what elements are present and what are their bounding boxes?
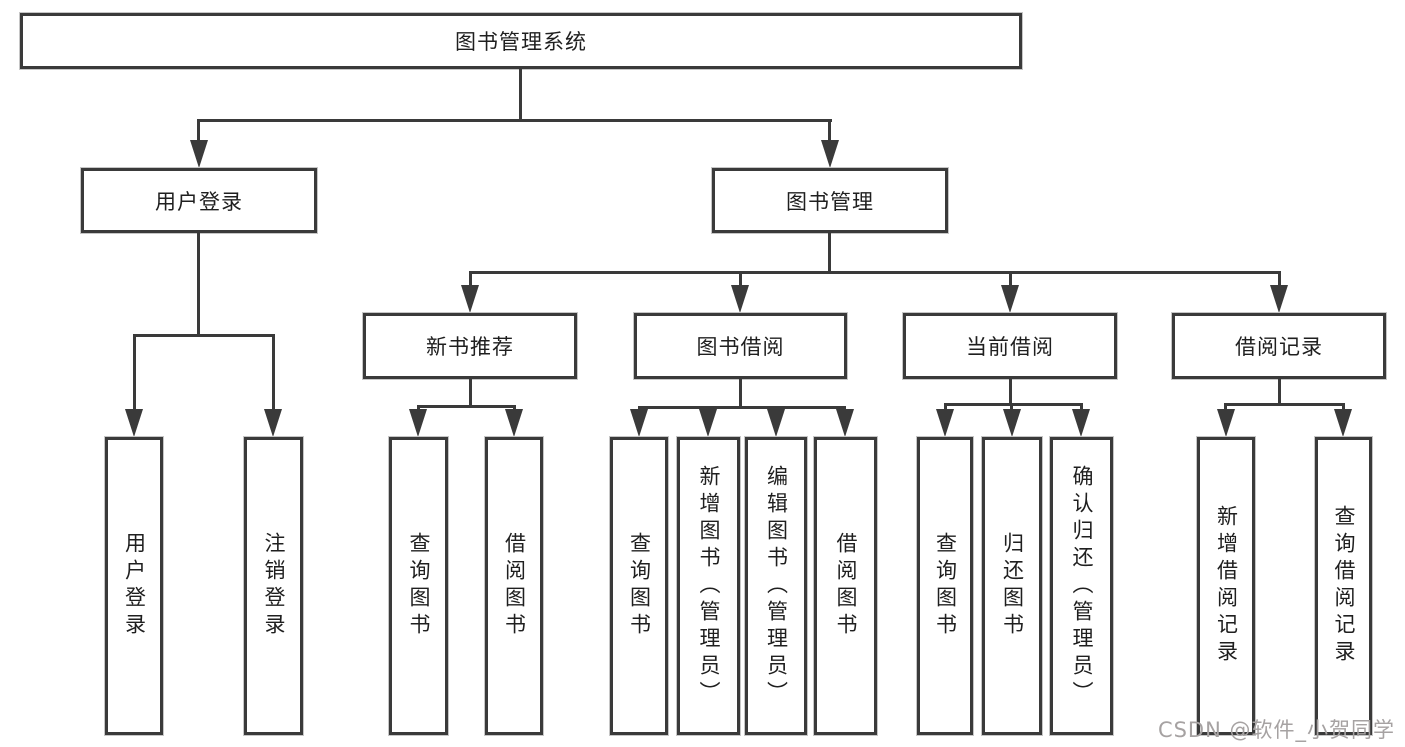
node-label: 新书推荐 (426, 335, 514, 359)
node-current-borrow: 当前借阅 (903, 313, 1117, 379)
connector-borrow-records-stem (1278, 379, 1281, 406)
connector-root-bar (197, 119, 832, 122)
node-label: 借阅图书 (502, 532, 527, 640)
connector-root-stem (519, 68, 522, 121)
connector-new-book-bar (417, 405, 516, 408)
node-label: 图书管理 (786, 189, 874, 214)
node-label: 注销登录 (262, 532, 286, 640)
leaf-logout: 注销登录 (244, 437, 303, 735)
arrow-down-icon (1072, 409, 1090, 437)
connector-leaf-drop (944, 403, 947, 411)
node-label: 借阅图书 (834, 532, 858, 640)
connector-leaf-drop (133, 334, 136, 411)
connector-level2-drop (469, 271, 472, 287)
node-label: 图书管理系统 (455, 30, 587, 54)
arrow-down-icon (821, 140, 839, 168)
arrow-down-icon (1003, 409, 1021, 437)
arrow-down-icon (936, 409, 954, 437)
leaf-query-books-current: 查询图书 (917, 437, 973, 735)
connector-level2-drop (739, 271, 742, 287)
node-book-management: 图书管理 (712, 168, 948, 233)
arrow-down-icon (125, 409, 143, 437)
connector-user-login-stem (197, 233, 200, 337)
connector-book-management-bar (470, 271, 1281, 274)
connector-leaf-drop (1224, 403, 1227, 411)
connector-level2-drop (1278, 271, 1281, 287)
node-label: 用户登录 (155, 189, 243, 214)
leaf-add-borrow-record: 新增借阅记录 (1197, 437, 1255, 735)
leaf-add-books-admin: 新增图书（管理员） (677, 437, 740, 735)
connector-leaf-drop (1342, 403, 1345, 411)
node-label: 查询图书 (627, 532, 652, 640)
leaf-edit-books-admin: 编辑图书（管理员） (745, 437, 807, 735)
node-label: 查询借阅记录 (1332, 505, 1356, 667)
connector-user-login-bar (133, 334, 275, 337)
arrow-down-icon (409, 409, 427, 437)
arrow-down-icon (190, 140, 208, 168)
arrow-down-icon (1217, 409, 1235, 437)
node-label: 新增借阅记录 (1214, 505, 1239, 667)
node-label: 借阅记录 (1235, 335, 1323, 359)
leaf-borrow-books-recommend: 借阅图书 (485, 437, 543, 735)
connector-current-borrow-bar (944, 403, 1083, 406)
arrow-down-icon (767, 409, 785, 437)
connector-user-login-drop (197, 119, 200, 142)
connector-current-borrow-stem (1009, 379, 1012, 406)
node-borrow-records: 借阅记录 (1172, 313, 1386, 379)
connector-book-borrow-bar (638, 406, 846, 409)
node-label: 确认归还（管理员） (1070, 464, 1094, 708)
leaf-confirm-return-admin: 确认归还（管理员） (1050, 437, 1113, 735)
leaf-user-login: 用户登录 (105, 437, 163, 735)
leaf-return-books: 归还图书 (982, 437, 1042, 735)
leaf-borrow-books: 借阅图书 (814, 437, 877, 735)
arrow-down-icon (836, 409, 854, 437)
connector-borrow-records-bar (1224, 403, 1345, 406)
connector-book-management-drop (828, 119, 831, 142)
node-library-management-system: 图书管理系统 (20, 13, 1022, 69)
node-label: 归还图书 (1000, 532, 1025, 640)
node-label: 当前借阅 (966, 335, 1054, 359)
watermark: CSDN @软件_小贺同学 (1157, 718, 1395, 742)
node-user-login: 用户登录 (81, 168, 317, 233)
node-label: 图书借阅 (696, 335, 785, 359)
arrow-down-icon (731, 285, 749, 313)
connector-leaf-drop (1010, 403, 1013, 411)
connector-leaf-drop (1080, 403, 1083, 411)
connector-book-management-stem (828, 233, 831, 274)
node-label: 查询图书 (933, 532, 958, 640)
node-book-borrow: 图书借阅 (634, 313, 847, 379)
node-label: 查询图书 (407, 532, 431, 640)
arrow-down-icon (461, 285, 479, 313)
arrow-down-icon (1270, 285, 1288, 313)
connector-level2-drop (1009, 271, 1012, 287)
node-label: 用户登录 (122, 532, 147, 640)
node-label: 编辑图书（管理员） (764, 464, 789, 708)
leaf-query-books-borrow: 查询图书 (610, 437, 668, 735)
arrow-down-icon (505, 409, 523, 437)
arrow-down-icon (630, 409, 648, 437)
arrow-down-icon (1334, 409, 1352, 437)
node-label: 新增图书（管理员） (697, 464, 721, 708)
connector-book-borrow-stem (739, 379, 742, 409)
leaf-query-books-recommend: 查询图书 (389, 437, 448, 735)
leaf-query-borrow-record: 查询借阅记录 (1315, 437, 1372, 735)
arrow-down-icon (1001, 285, 1019, 313)
node-new-book-recommend: 新书推荐 (363, 313, 577, 379)
connector-leaf-drop (272, 334, 275, 411)
arrow-down-icon (699, 409, 717, 437)
arrow-down-icon (264, 409, 282, 437)
connector-new-book-stem (469, 379, 472, 408)
